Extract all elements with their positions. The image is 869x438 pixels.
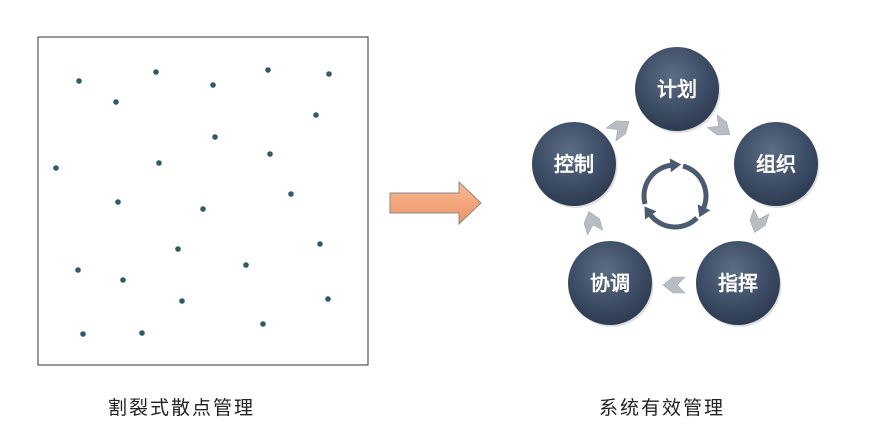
scatter-dot xyxy=(75,267,81,273)
scatter-dot xyxy=(153,69,159,75)
node-plan: 计划 xyxy=(635,47,721,133)
scatter-panel xyxy=(37,36,369,366)
node-coordinate: 协调 xyxy=(568,241,654,327)
left-caption: 割裂式散点管理 xyxy=(108,397,256,419)
cycle-connectors xyxy=(583,114,770,294)
scatter-box xyxy=(37,36,369,366)
scatter-dot xyxy=(210,82,216,88)
scatter-dot xyxy=(113,99,119,105)
scatter-dot xyxy=(115,199,121,205)
scatter-dot xyxy=(76,78,82,84)
scatter-dot xyxy=(313,112,319,118)
cycle-node-label: 指挥 xyxy=(718,271,758,295)
scatter-dot xyxy=(267,151,273,157)
cycle-node-label: 控制 xyxy=(554,152,594,176)
scatter-dot xyxy=(265,67,271,73)
scatter-dot xyxy=(212,134,218,140)
right-caption: 系统有效管理 xyxy=(599,397,726,419)
scatter-dot xyxy=(175,246,181,252)
node-control: 控制 xyxy=(532,122,618,208)
scatter-dot xyxy=(80,331,86,337)
scatter-dot xyxy=(179,298,185,304)
scatter-dot xyxy=(260,321,266,327)
node-organize: 组织 xyxy=(734,122,820,208)
scatter-dot xyxy=(53,165,59,171)
cycle-node-label: 计划 xyxy=(657,77,697,101)
connector-arrow-icon xyxy=(583,211,604,236)
right-arrow-icon xyxy=(389,180,482,226)
node-command: 指挥 xyxy=(696,241,782,327)
connector-arrow-icon xyxy=(706,114,731,136)
scatter-dot xyxy=(288,191,294,197)
scatter-dot xyxy=(156,160,162,166)
scatter-dot xyxy=(317,241,323,247)
scatter-dots xyxy=(53,67,332,337)
center-cycle-icon xyxy=(641,158,711,230)
scatter-dot xyxy=(243,262,249,268)
connector-arrow-icon xyxy=(749,208,770,233)
scatter-dot xyxy=(120,277,126,283)
scatter-dot xyxy=(139,330,145,336)
transition-arrow xyxy=(389,180,482,226)
connector-arrow-icon xyxy=(605,120,630,142)
connector-arrow-icon xyxy=(662,276,686,294)
scatter-dot xyxy=(200,206,206,212)
scatter-dot xyxy=(325,296,331,302)
cycle-node-label: 组织 xyxy=(756,152,796,176)
cycle-node-label: 协调 xyxy=(590,271,630,295)
scatter-dot xyxy=(326,71,332,77)
